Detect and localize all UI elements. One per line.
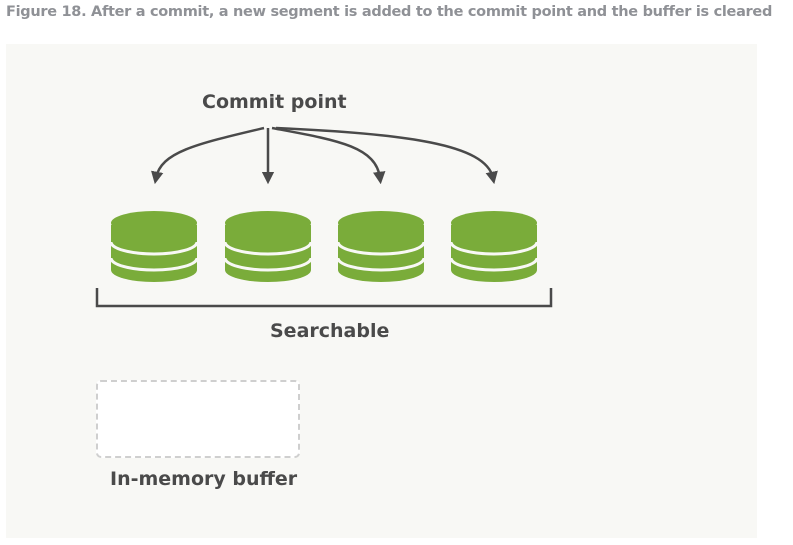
segment-icon-3	[336, 211, 426, 282]
commit-point-label: Commit point	[202, 91, 347, 113]
segment-icon-4	[449, 211, 539, 282]
in-memory-buffer-box	[96, 380, 300, 458]
diagram-graphics	[95, 126, 553, 308]
commit-arrow-1	[151, 126, 265, 185]
diagram-panel: Commit point	[6, 44, 757, 538]
segment-icon-2	[223, 211, 313, 282]
searchable-label: Searchable	[270, 320, 390, 342]
in-memory-buffer-label: In-memory buffer	[110, 468, 298, 490]
commit-arrow-4	[275, 126, 498, 185]
searchable-bracket	[95, 288, 553, 308]
segment-icon-1	[109, 211, 199, 282]
figure-caption: Figure 18. After a commit, a new segment…	[6, 4, 773, 20]
commit-arrow-3	[271, 126, 386, 185]
